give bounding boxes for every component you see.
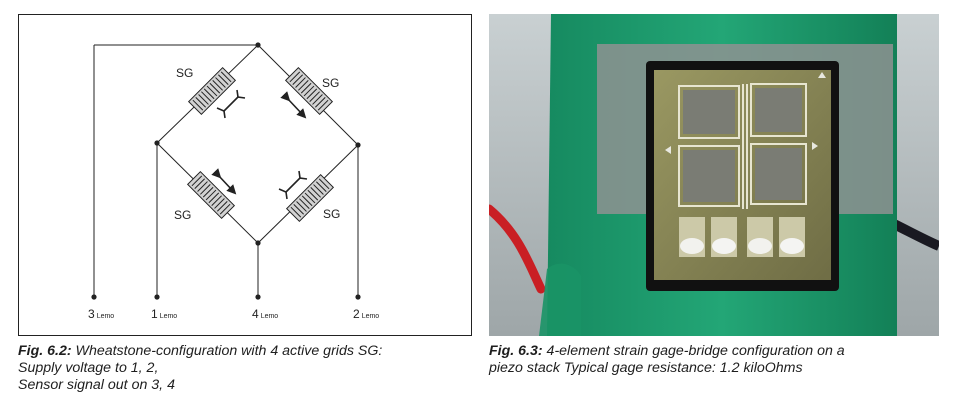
junction-dots	[91, 42, 361, 300]
solder-pads	[679, 217, 805, 257]
compression-mark-lower-right-icon	[278, 170, 308, 200]
caption-line-1: Fig. 6.3: 4-element strain gage-bridge c…	[489, 343, 949, 360]
alignment-marks	[665, 72, 826, 154]
piezo-stack-illustration	[489, 14, 939, 336]
terminal-2-dot	[355, 294, 361, 300]
terminal-1-dot	[154, 294, 160, 300]
caption-text: Wheatstone-configuration with 4 active g…	[71, 343, 383, 359]
grid-fills	[683, 88, 802, 202]
figure-caption-6-2: Fig. 6.2: Wheatstone-configuration with …	[18, 343, 472, 394]
strain-gauge-lower-right	[285, 173, 335, 223]
grid-top-left	[678, 85, 740, 139]
black-wire	[891, 219, 939, 251]
strain-direction-marks	[211, 89, 308, 200]
grid-top-right	[750, 83, 807, 137]
sg-label-lower-right: SG	[323, 207, 340, 221]
sg-label-lower-left: SG	[174, 208, 191, 222]
red-wire	[489, 204, 546, 294]
grid-bottom-left	[678, 145, 740, 207]
node-top	[255, 42, 261, 48]
caption-line-1: Fig. 6.2: Wheatstone-configuration with …	[18, 343, 472, 360]
figure-label: Fig. 6.3:	[489, 343, 543, 359]
strain-gauge-upper-left	[187, 66, 237, 116]
grid-bottom-right	[750, 143, 807, 205]
figure-caption-6-3: Fig. 6.3: 4-element strain gage-bridge c…	[489, 343, 949, 377]
tension-arrow-upper-right-icon	[280, 91, 307, 119]
glue-blob	[539, 263, 581, 336]
terminal-3-dot	[91, 294, 97, 300]
caption-line-2: piezo stack Typical gage resistance: 1.2…	[489, 360, 803, 376]
sg-label-upper-right: SG	[322, 76, 339, 90]
terminal-4-dot	[255, 294, 261, 300]
node-right	[355, 142, 361, 148]
caption-line-2: Supply voltage to 1, 2,	[18, 360, 159, 376]
strain-gage-photo	[489, 14, 939, 336]
strain-gauge-lower-left	[186, 170, 236, 220]
sg-label-upper-left: SG	[176, 66, 193, 80]
gage-grids	[678, 83, 807, 209]
node-bottom	[255, 240, 261, 246]
compression-mark-upper-left-icon	[216, 89, 246, 119]
figure-label: Fig. 6.2:	[18, 343, 72, 359]
strain-gauge-upper-right	[284, 66, 334, 116]
node-left	[154, 140, 160, 146]
caption-line-3: Sensor signal out on 3, 4	[18, 377, 175, 393]
caption-text: 4-element strain gage-bridge configurati…	[542, 343, 845, 359]
tension-arrow-lower-left-icon	[211, 168, 237, 195]
